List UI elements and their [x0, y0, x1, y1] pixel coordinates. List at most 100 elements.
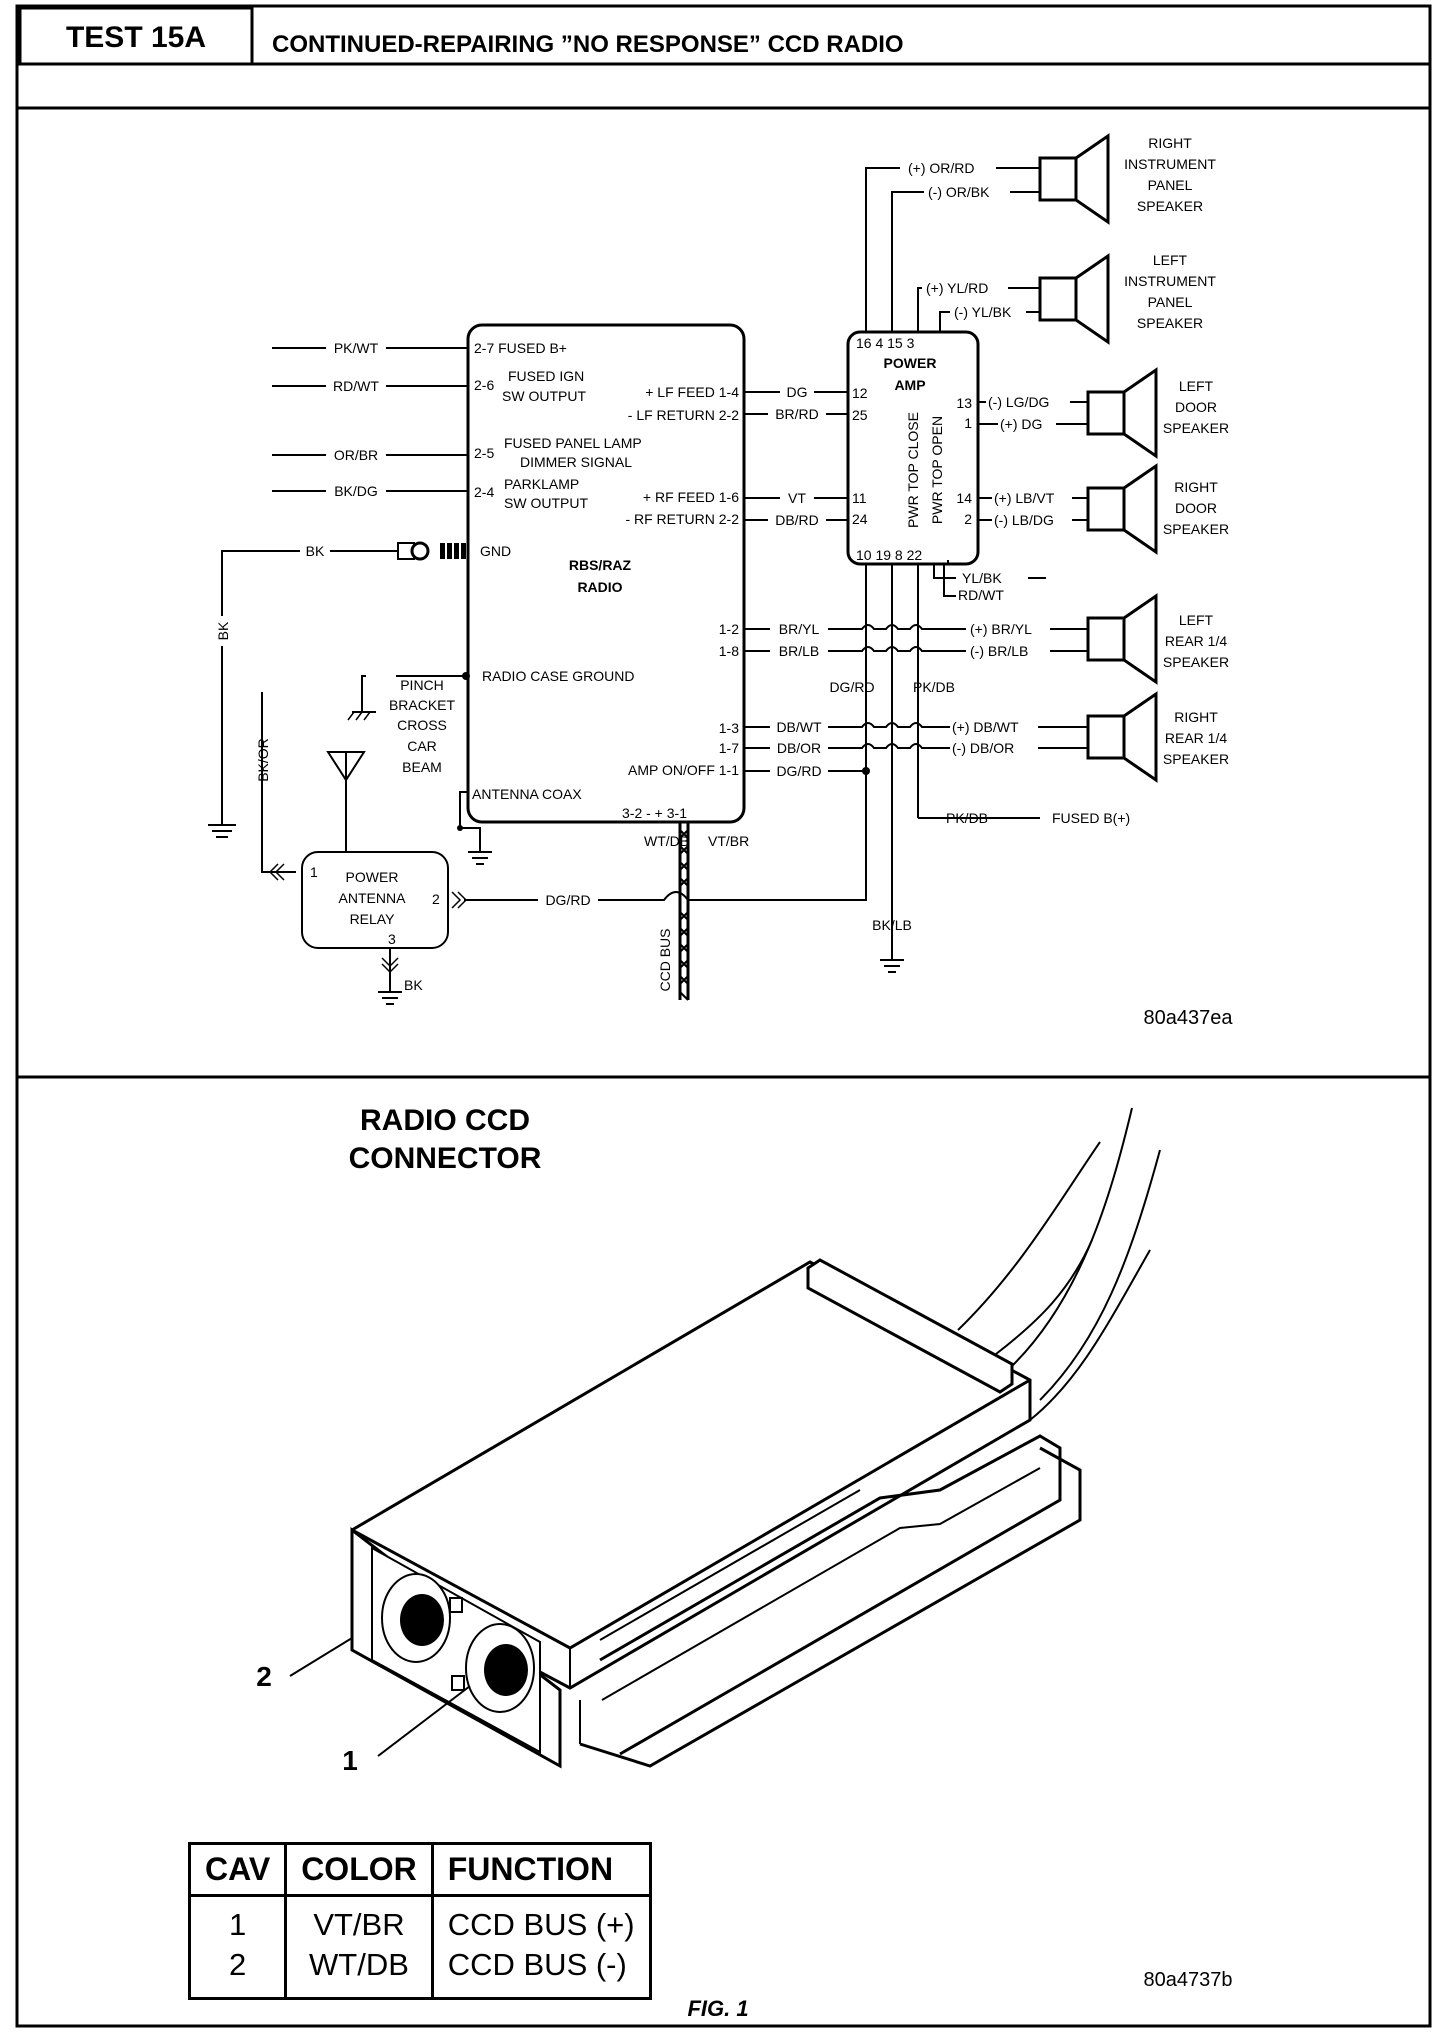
cavity-table: CAV COLOR FUNCTION 1 VT/BR CCD BUS (+) 2…	[187, 1842, 652, 2000]
wire-pk-wt: PK/WT	[334, 340, 379, 356]
wire-or-br: OR/BR	[334, 447, 378, 463]
schematic-ref-code: 80a437ea	[1144, 1007, 1234, 1029]
ground-symbol-icon	[468, 851, 492, 865]
speaker-icon	[1086, 463, 1158, 555]
cell-function: CCD BUS (-)	[430, 1945, 652, 2000]
connector-chevron-icon	[451, 891, 468, 909]
pin-2-7: 2-7 FUSED B+	[474, 340, 567, 356]
spk-rd-2: DOOR	[1175, 500, 1217, 516]
wire-yl-bk: (-) YL/BK	[954, 304, 1012, 320]
pin-ccd-pair: 3-2 - + 3-1	[622, 805, 687, 821]
wire-yl-rd: (+) YL/RD	[926, 280, 988, 296]
ground-symbol-icon	[880, 959, 904, 973]
connector-chevron-icon	[268, 863, 285, 881]
wire-vt-br: VT/BR	[708, 833, 749, 849]
ccd-bus-twisted-pair	[678, 822, 690, 1001]
radio-name-2: RADIO	[577, 579, 622, 595]
spk-lr-2: REAR 1/4	[1165, 633, 1227, 649]
col-header-cav: CAV	[187, 1842, 288, 1897]
wire-pk-db-right: PK/DB	[946, 810, 988, 826]
ccd-bus-label: CCD BUS	[657, 928, 673, 991]
table-header-row: CAV COLOR FUNCTION	[187, 1842, 652, 1897]
fused-b-plus: FUSED B(+)	[1052, 810, 1130, 826]
pin-amp-onoff: AMP ON/OFF 1-1	[628, 762, 739, 778]
wire-br-yl: BR/YL	[779, 621, 820, 637]
spk-lip-4: SPEAKER	[1137, 315, 1203, 331]
spk-rr-3: SPEAKER	[1163, 751, 1229, 767]
pin-lf-feed: + LF FEED 1-4	[645, 384, 739, 400]
wire-rd-wt-2: RD/WT	[958, 587, 1004, 603]
page-border	[15, 4, 1432, 2028]
wire-db-rd: DB/RD	[775, 512, 819, 528]
pin-2-6-b: SW OUTPUT	[502, 388, 586, 404]
spk-rr-2: REAR 1/4	[1165, 730, 1227, 746]
spk-rip-3: PANEL	[1148, 177, 1193, 193]
speaker-icon	[1086, 691, 1158, 783]
amp-pwr-top-close: PWR TOP CLOSE	[905, 412, 921, 528]
pin-2-4-num: 2-4	[474, 484, 494, 500]
spk-ld-3: SPEAKER	[1163, 420, 1229, 436]
amp-top-pins: 16 4 15 3	[856, 335, 915, 351]
pin-rf-feed: + RF FEED 1-6	[643, 489, 739, 505]
spk-lip-1: LEFT	[1153, 252, 1188, 268]
amp-pin-2: 2	[964, 511, 972, 527]
spk-lr-1: LEFT	[1179, 612, 1214, 628]
pin-rf-return: - RF RETURN 2-2	[625, 511, 739, 527]
spk-rr-1: RIGHT	[1174, 709, 1218, 725]
spk-rip-1: RIGHT	[1148, 135, 1192, 151]
wire-or-bk: (-) OR/BK	[928, 184, 990, 200]
col-header-color: COLOR	[284, 1842, 434, 1897]
relay-pin-1: 1	[310, 864, 318, 880]
amp-bottom-pins: 10 19 8 22	[856, 547, 922, 563]
test-label-box	[18, 6, 254, 66]
wire-yl-bk-2: YL/BK	[962, 570, 1002, 586]
wire-db-wt-right: (+) DB/WT	[952, 719, 1019, 735]
wire-bk-or: BK/OR	[255, 738, 271, 782]
speaker-icon	[1038, 133, 1110, 225]
wire-dg-rd-amp: DG/RD	[776, 763, 821, 779]
col-header-function: FUNCTION	[430, 1842, 652, 1897]
pin-1-2: 1-2	[719, 621, 739, 637]
pinch-l2: BRACKET	[389, 697, 456, 713]
amp-pin-25: 25	[852, 407, 868, 423]
pin-2-4-b: SW OUTPUT	[504, 495, 588, 511]
power-amp	[846, 330, 980, 566]
spk-rd-3: SPEAKER	[1163, 521, 1229, 537]
amp-pin-14: 14	[956, 490, 972, 506]
amp-pin-24: 24	[852, 511, 868, 527]
spk-rip-2: INSTRUMENT	[1124, 156, 1216, 172]
cell-cav: 1	[187, 1895, 288, 1945]
chassis-ground-icon	[347, 711, 376, 721]
ring-terminal-icon	[397, 541, 466, 561]
ground-symbol-icon	[378, 991, 402, 1005]
relay-label-1: POWER	[346, 869, 399, 885]
pin-1-7: 1-7	[719, 740, 739, 756]
test-label: TEST 15A	[66, 21, 206, 54]
wire-bk-lb: BK/LB	[872, 917, 912, 933]
spk-rd-1: RIGHT	[1174, 479, 1218, 495]
pinch-l3: CROSS	[397, 717, 447, 733]
pinch-l5: BEAM	[402, 759, 442, 775]
relay-label-2: ANTENNA	[339, 890, 407, 906]
pinch-l1: PINCH	[400, 677, 444, 693]
wire-lb-vt: (+) LB/VT	[994, 490, 1055, 506]
wire-dg-rd-relay: DG/RD	[545, 892, 590, 908]
page-title: CONTINUED-REPAIRING ”NO RESPONSE” CCD RA…	[272, 31, 904, 58]
radio-name-1: RBS/RAZ	[569, 557, 632, 573]
pin-case-ground: RADIO CASE GROUND	[482, 668, 634, 684]
pin-gnd: GND	[480, 543, 511, 559]
connector-title-1: RADIO CCD	[360, 1104, 530, 1137]
pin-2-6-num: 2-6	[474, 377, 494, 393]
amp-pin-12: 12	[852, 385, 868, 401]
pin-2-4-a: PARKLAMP	[504, 476, 579, 492]
wire-dg: DG	[787, 384, 808, 400]
amp-pwr-top-open: PWR TOP OPEN	[929, 416, 945, 524]
wire-or-rd: (+) OR/RD	[908, 160, 975, 176]
pinch-l4: CAR	[407, 738, 437, 754]
cell-cav: 2	[187, 1945, 288, 2000]
ground-symbol-icon	[208, 824, 236, 838]
speaker-icon	[1086, 593, 1158, 685]
pin-antenna-coax: ANTENNA COAX	[472, 786, 582, 802]
